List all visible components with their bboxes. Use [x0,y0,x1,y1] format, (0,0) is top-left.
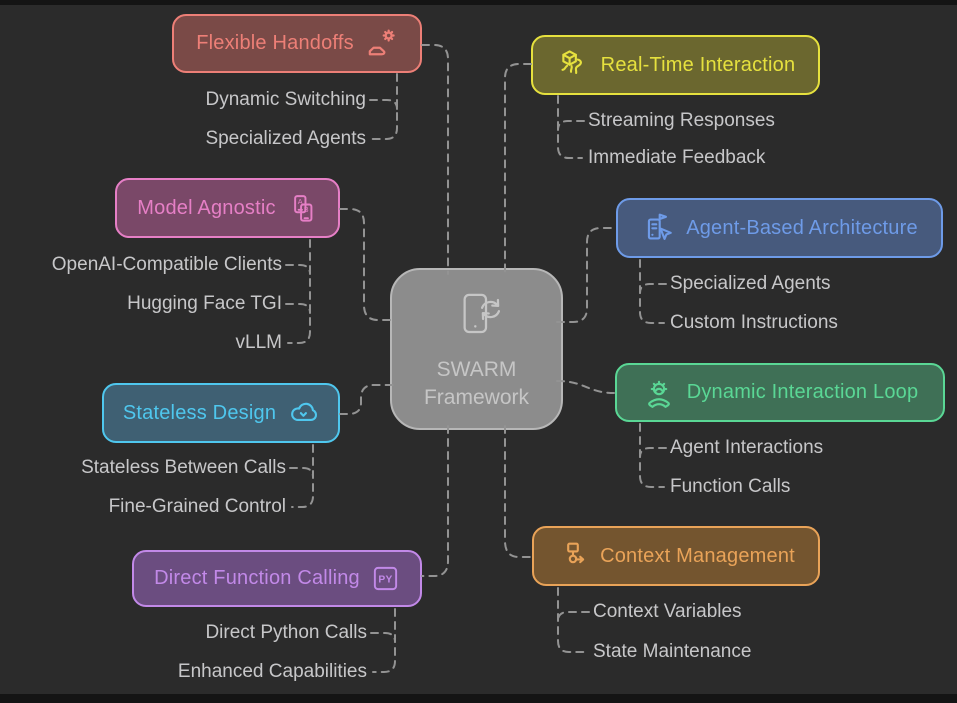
svg-text:PY: PY [378,574,392,585]
node-context-management[interactable]: Context Management [532,526,820,586]
node-real-time-interaction[interactable]: Real-Time Interaction [531,35,820,95]
child-stateless-between-calls[interactable]: Stateless Between Calls [81,457,286,478]
node-label: Direct Function Calling [154,567,360,589]
node-label: Agent-Based Architecture [686,216,918,239]
child-hugging-face-tgi[interactable]: Hugging Face TGI [127,293,282,314]
child-fine-grained-control[interactable]: Fine-Grained Control [108,496,286,517]
center-title-line1: SWARM [436,358,517,382]
node-label: Flexible Handoffs [196,32,354,54]
bottom-frame-bar [0,694,957,703]
center-title-line2: Framework [423,385,529,409]
child-dynamic-switching[interactable]: Dynamic Switching [205,89,367,110]
child-function-calls[interactable]: Function Calls [670,476,791,497]
child-vllm[interactable]: vLLM [235,332,282,353]
cloud-chevron-icon [287,397,319,429]
phones-ab-icon: A B [287,193,318,224]
child-agent-interactions[interactable]: Agent Interactions [670,437,824,458]
node-label: Context Management [600,544,795,567]
python-badge-icon: PY [371,564,400,593]
flow-node-arrow-icon [557,540,589,572]
child-immediate-feedback[interactable]: Immediate Feedback [588,147,766,168]
child-context-variables[interactable]: Context Variables [593,601,742,622]
node-stateless-design[interactable]: Stateless Design [102,383,340,443]
node-label: Stateless Design [122,401,277,424]
svg-text:B: B [303,205,308,214]
building-cursor-icon [641,211,675,245]
svg-text:A: A [297,196,302,205]
node-label: Model Agnostic [137,196,276,219]
gear-handset-icon [642,376,676,410]
node-label: Dynamic Interaction Loop [686,381,919,403]
top-frame-bar [0,0,957,5]
child-enhanced-capabilities[interactable]: Enhanced Capabilities [177,661,367,682]
node-direct-function-calling[interactable]: Direct Function Calling PY [132,550,422,607]
node-flexible-handoffs[interactable]: Flexible Handoffs [172,14,422,73]
child-custom-instructions[interactable]: Custom Instructions [670,312,838,333]
node-label: Real-Time Interaction [600,53,796,76]
child-streaming-responses[interactable]: Streaming Responses [588,110,775,131]
node-model-agnostic[interactable]: Model Agnostic A B [115,178,340,238]
flag-gear-icon [365,27,398,60]
center-node-swarm-framework[interactable]: SWARM Framework [390,268,563,430]
child-specialized-agents[interactable]: Specialized Agents [205,128,366,149]
child-openai-compatible-clients[interactable]: OpenAI-Compatible Clients [51,254,282,275]
cube-drone-icon [556,48,590,82]
child-state-maintenance[interactable]: State Maintenance [593,641,752,662]
child-specialized-agents-2[interactable]: Specialized Agents [670,273,831,294]
node-agent-based-architecture[interactable]: Agent-Based Architecture [616,198,943,258]
node-dynamic-interaction-loop[interactable]: Dynamic Interaction Loop [615,363,945,422]
child-direct-python-calls[interactable]: Direct Python Calls [205,622,367,643]
phone-sync-icon [450,287,504,348]
